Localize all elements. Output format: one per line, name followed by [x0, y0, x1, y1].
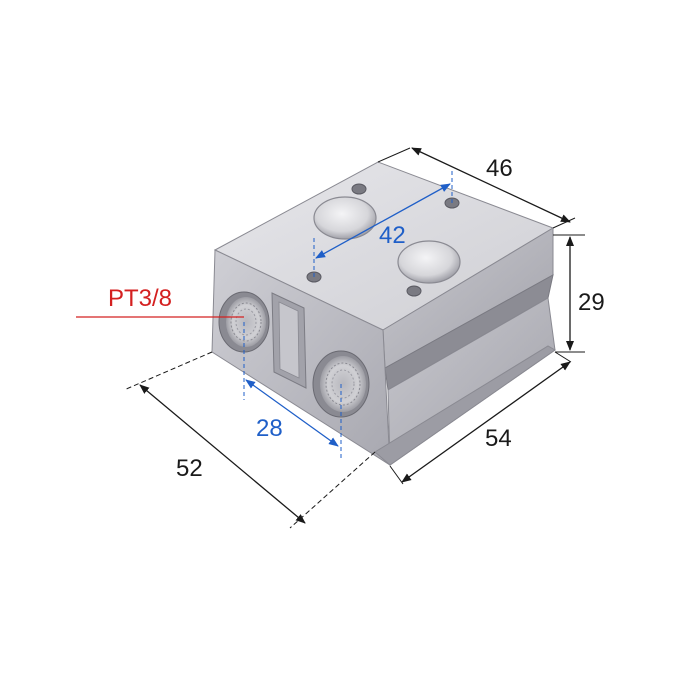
dimension-length-side-label: 54: [485, 425, 512, 452]
dimension-depth-front: [123, 351, 376, 529]
dimension-height-label: 29: [578, 289, 605, 316]
dimension-port-spacing: [243, 322, 342, 458]
dimension-hole-spacing-top: [313, 168, 453, 277]
dimension-depth-front-label: 52: [176, 455, 203, 482]
top-small-hole-4: [406, 285, 422, 297]
top-large-hole-2: [397, 240, 461, 284]
top-small-hole-1: [351, 183, 367, 195]
dimension-width-top: [377, 147, 576, 229]
dimension-port-spacing-label: 28: [256, 415, 283, 442]
dimension-width-top-label: 46: [486, 155, 513, 182]
dimension-length-side: [389, 351, 572, 485]
dimension-height: [553, 234, 585, 353]
front-slot-inner: [278, 301, 300, 379]
top-large-hole-1: [313, 196, 377, 240]
dimension-hole-spacing-top-label: 42: [379, 222, 406, 249]
thread-callout-label: PT3/8: [108, 285, 172, 312]
